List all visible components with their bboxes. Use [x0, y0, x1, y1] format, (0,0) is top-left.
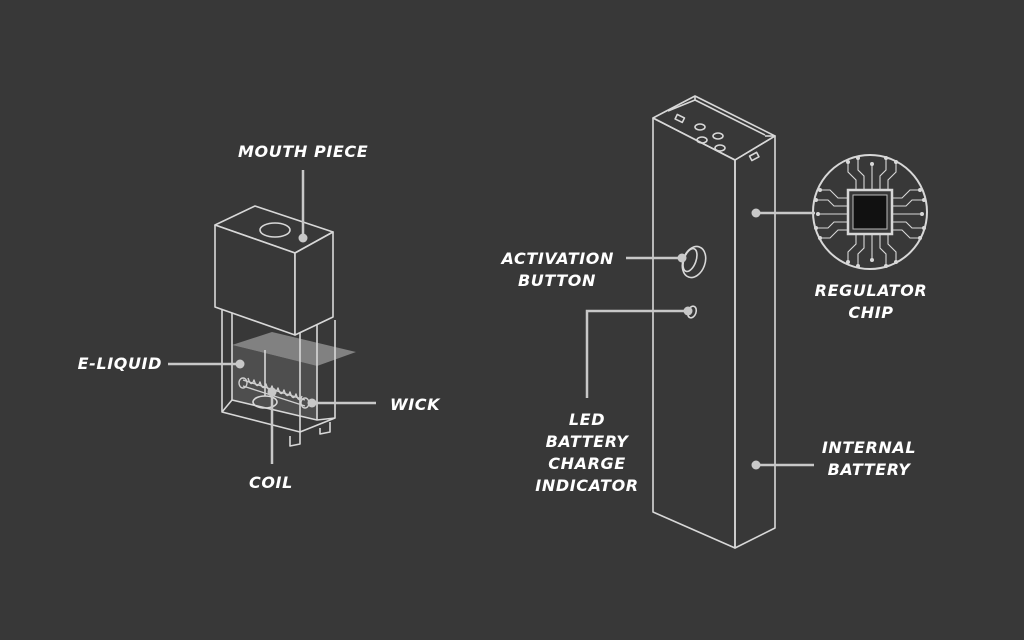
leader-led [585, 306, 693, 398]
pod-tank [221, 305, 336, 447]
label-led-line-4: INDICATOR [535, 476, 639, 495]
label-internal-battery: INTERNAL BATTERY [806, 437, 932, 481]
label-regulator-line-1: REGULATOR [814, 281, 928, 300]
label-led-line-3: CHARGE [548, 454, 626, 473]
leader-coil [267, 387, 277, 464]
label-mouth-piece: MOUTH PIECE [238, 142, 369, 161]
leader-regulator-chip [751, 208, 815, 218]
label-led-line-2: BATTERY [545, 432, 629, 451]
label-activation-button: ACTIVATION BUTTON [480, 248, 614, 292]
leader-activation-button [626, 253, 687, 263]
pod-illustration [214, 205, 356, 447]
label-regulator-line-2: CHIP [848, 303, 894, 322]
leader-mouth-piece [298, 170, 308, 243]
leader-e-liquid [168, 359, 245, 369]
label-led-line-1: LED [568, 410, 606, 429]
label-led-indicator: LED BATTERY CHARGE INDICATOR [524, 409, 650, 497]
label-internal-line-2: BATTERY [827, 460, 911, 479]
leader-wick [307, 398, 376, 408]
label-e-liquid: E-LIQUID [77, 354, 162, 373]
leader-lines [168, 170, 815, 470]
label-wick: WICK [390, 395, 441, 414]
regulator-chip-icon [812, 154, 928, 270]
label-internal-line-1: INTERNAL [821, 438, 917, 457]
battery-illustration [652, 95, 776, 549]
e-liquid-fill [232, 332, 356, 366]
leader-internal-battery [751, 460, 814, 470]
label-regulator-chip: REGULATOR CHIP [804, 280, 938, 324]
label-coil: COIL [249, 473, 293, 492]
label-activation-line-1: ACTIVATION [501, 249, 614, 268]
label-activation-line-2: BUTTON [518, 271, 596, 290]
mouth-piece-hole [259, 222, 291, 238]
